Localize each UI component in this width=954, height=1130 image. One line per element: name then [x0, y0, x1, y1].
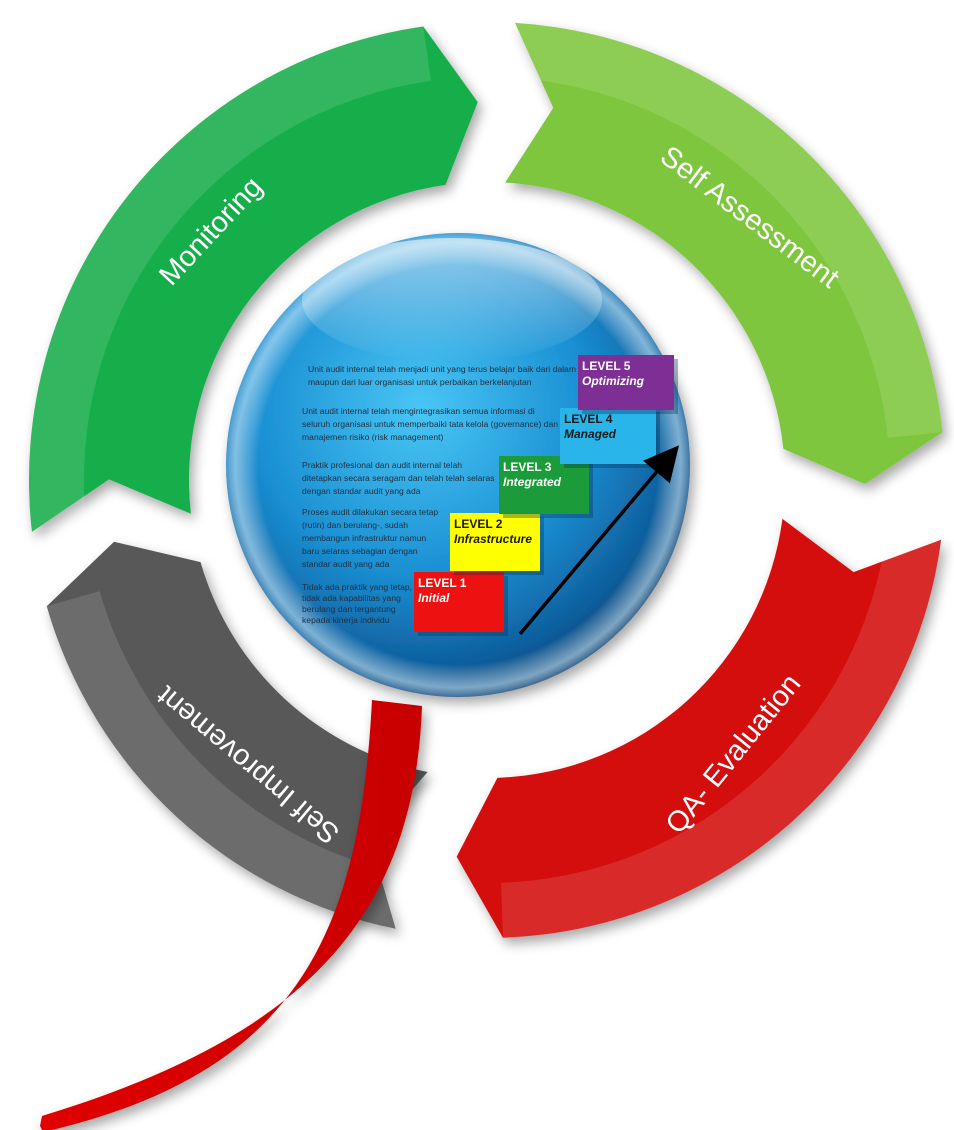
segment-qa-evaluation	[456, 518, 942, 938]
level-5-name: Optimizing	[582, 374, 645, 388]
level-5-title: LEVEL 5	[582, 359, 631, 373]
level-4-title: LEVEL 4	[564, 412, 613, 426]
level2-description-line: baru selaras sebagian dengan	[302, 546, 418, 556]
level-3-title: LEVEL 3	[503, 460, 552, 474]
level-2-name: Infrastructure	[454, 532, 532, 546]
level2-description-line: membangun infrastruktur namun	[302, 533, 426, 543]
level3-description-line: ditetapkan secara seragam dan telah tela…	[302, 473, 495, 483]
level-2-title: LEVEL 2	[454, 517, 503, 531]
segment-self-assessment	[505, 22, 943, 484]
level4-description-line: seluruh organisasi untuk memperbaiki tat…	[302, 419, 558, 429]
level-descriptions: Unit audit internal telah menjadi unit y…	[302, 364, 576, 625]
level3-description-line: Praktik profesional dan audit internal t…	[302, 460, 462, 470]
level1-description-line: berulang dan tergantung	[302, 604, 396, 614]
level-3-name: Integrated	[503, 475, 562, 489]
segment-self-improvement	[46, 541, 428, 929]
level4-description-line: manajemen risiko (risk management)	[302, 432, 444, 442]
level2-description-line: Proses audit dilakukan secara tetap	[302, 507, 438, 517]
level-1-name: Initial	[418, 591, 450, 605]
tail-arrow-shape	[40, 700, 422, 1130]
cycle-ring	[28, 22, 943, 938]
level2-description-line: standar audit yang ada	[302, 559, 390, 569]
level1-description-line: tidak ada kapabilitas yang	[302, 593, 401, 603]
level3-description-line: dengan standar audit yang ada	[302, 486, 421, 496]
level5-description-line: Unit audit internal telah menjadi unit y…	[308, 364, 576, 374]
level5-description-line: maupun dari luar organisasi untuk perbai…	[308, 377, 532, 387]
level-1-title: LEVEL 1	[418, 576, 467, 590]
level1-description-line: kepada kinerja individu	[302, 615, 390, 625]
level-4-name: Managed	[564, 427, 617, 441]
level2-description-line: (rutin) dan berulang-, sudah	[302, 520, 408, 530]
segment-monitoring-highlight	[28, 26, 431, 532]
center-sphere	[226, 233, 690, 697]
segment-monitoring	[28, 26, 478, 532]
segment-self-assessment-highlight	[511, 22, 943, 438]
segment-qa-evaluation-highlight	[501, 532, 942, 938]
growth-arrow	[518, 445, 680, 636]
level4-description-line: Unit audit internal telah mengintegrasik…	[302, 406, 535, 416]
level1-description-line: Tidak ada praktik yang tetap,	[302, 582, 412, 592]
